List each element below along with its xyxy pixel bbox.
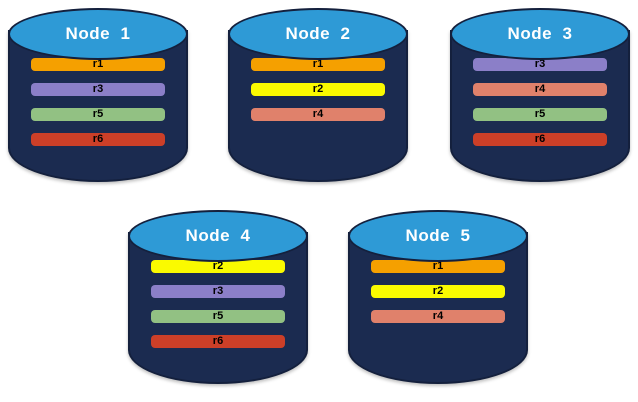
shard-r6[interactable]: r6 — [473, 133, 607, 146]
shard-r2[interactable]: r2 — [151, 260, 285, 273]
shard-list: r3 r4 r5 r6 — [473, 58, 607, 146]
shard-r2[interactable]: r2 — [371, 285, 505, 298]
shard-r1[interactable]: r1 — [371, 260, 505, 273]
shard-list: r1 r2 r4 — [371, 260, 505, 323]
cylinder-top-disc — [228, 8, 408, 60]
shard-r1[interactable]: r1 — [31, 58, 165, 71]
shard-r3[interactable]: r3 — [31, 83, 165, 96]
cylinder-top-disc — [128, 210, 308, 262]
cylinder-top-disc — [8, 8, 188, 60]
shard-list: r2 r3 r5 r6 — [151, 260, 285, 348]
shard-r6[interactable]: r6 — [151, 335, 285, 348]
shard-list: r1 r3 r5 r6 — [31, 58, 165, 146]
shard-r5[interactable]: r5 — [473, 108, 607, 121]
cylinder-top-disc — [348, 210, 528, 262]
shard-r5[interactable]: r5 — [31, 108, 165, 121]
shard-r3[interactable]: r3 — [473, 58, 607, 71]
shard-r2[interactable]: r2 — [251, 83, 385, 96]
shard-r5[interactable]: r5 — [151, 310, 285, 323]
shard-r4[interactable]: r4 — [473, 83, 607, 96]
shard-r6[interactable]: r6 — [31, 133, 165, 146]
shard-r4[interactable]: r4 — [371, 310, 505, 323]
shard-list: r1 r2 r4 — [251, 58, 385, 121]
shard-r3[interactable]: r3 — [151, 285, 285, 298]
shard-r1[interactable]: r1 — [251, 58, 385, 71]
cylinder-top-disc — [450, 8, 630, 60]
shard-r4[interactable]: r4 — [251, 108, 385, 121]
